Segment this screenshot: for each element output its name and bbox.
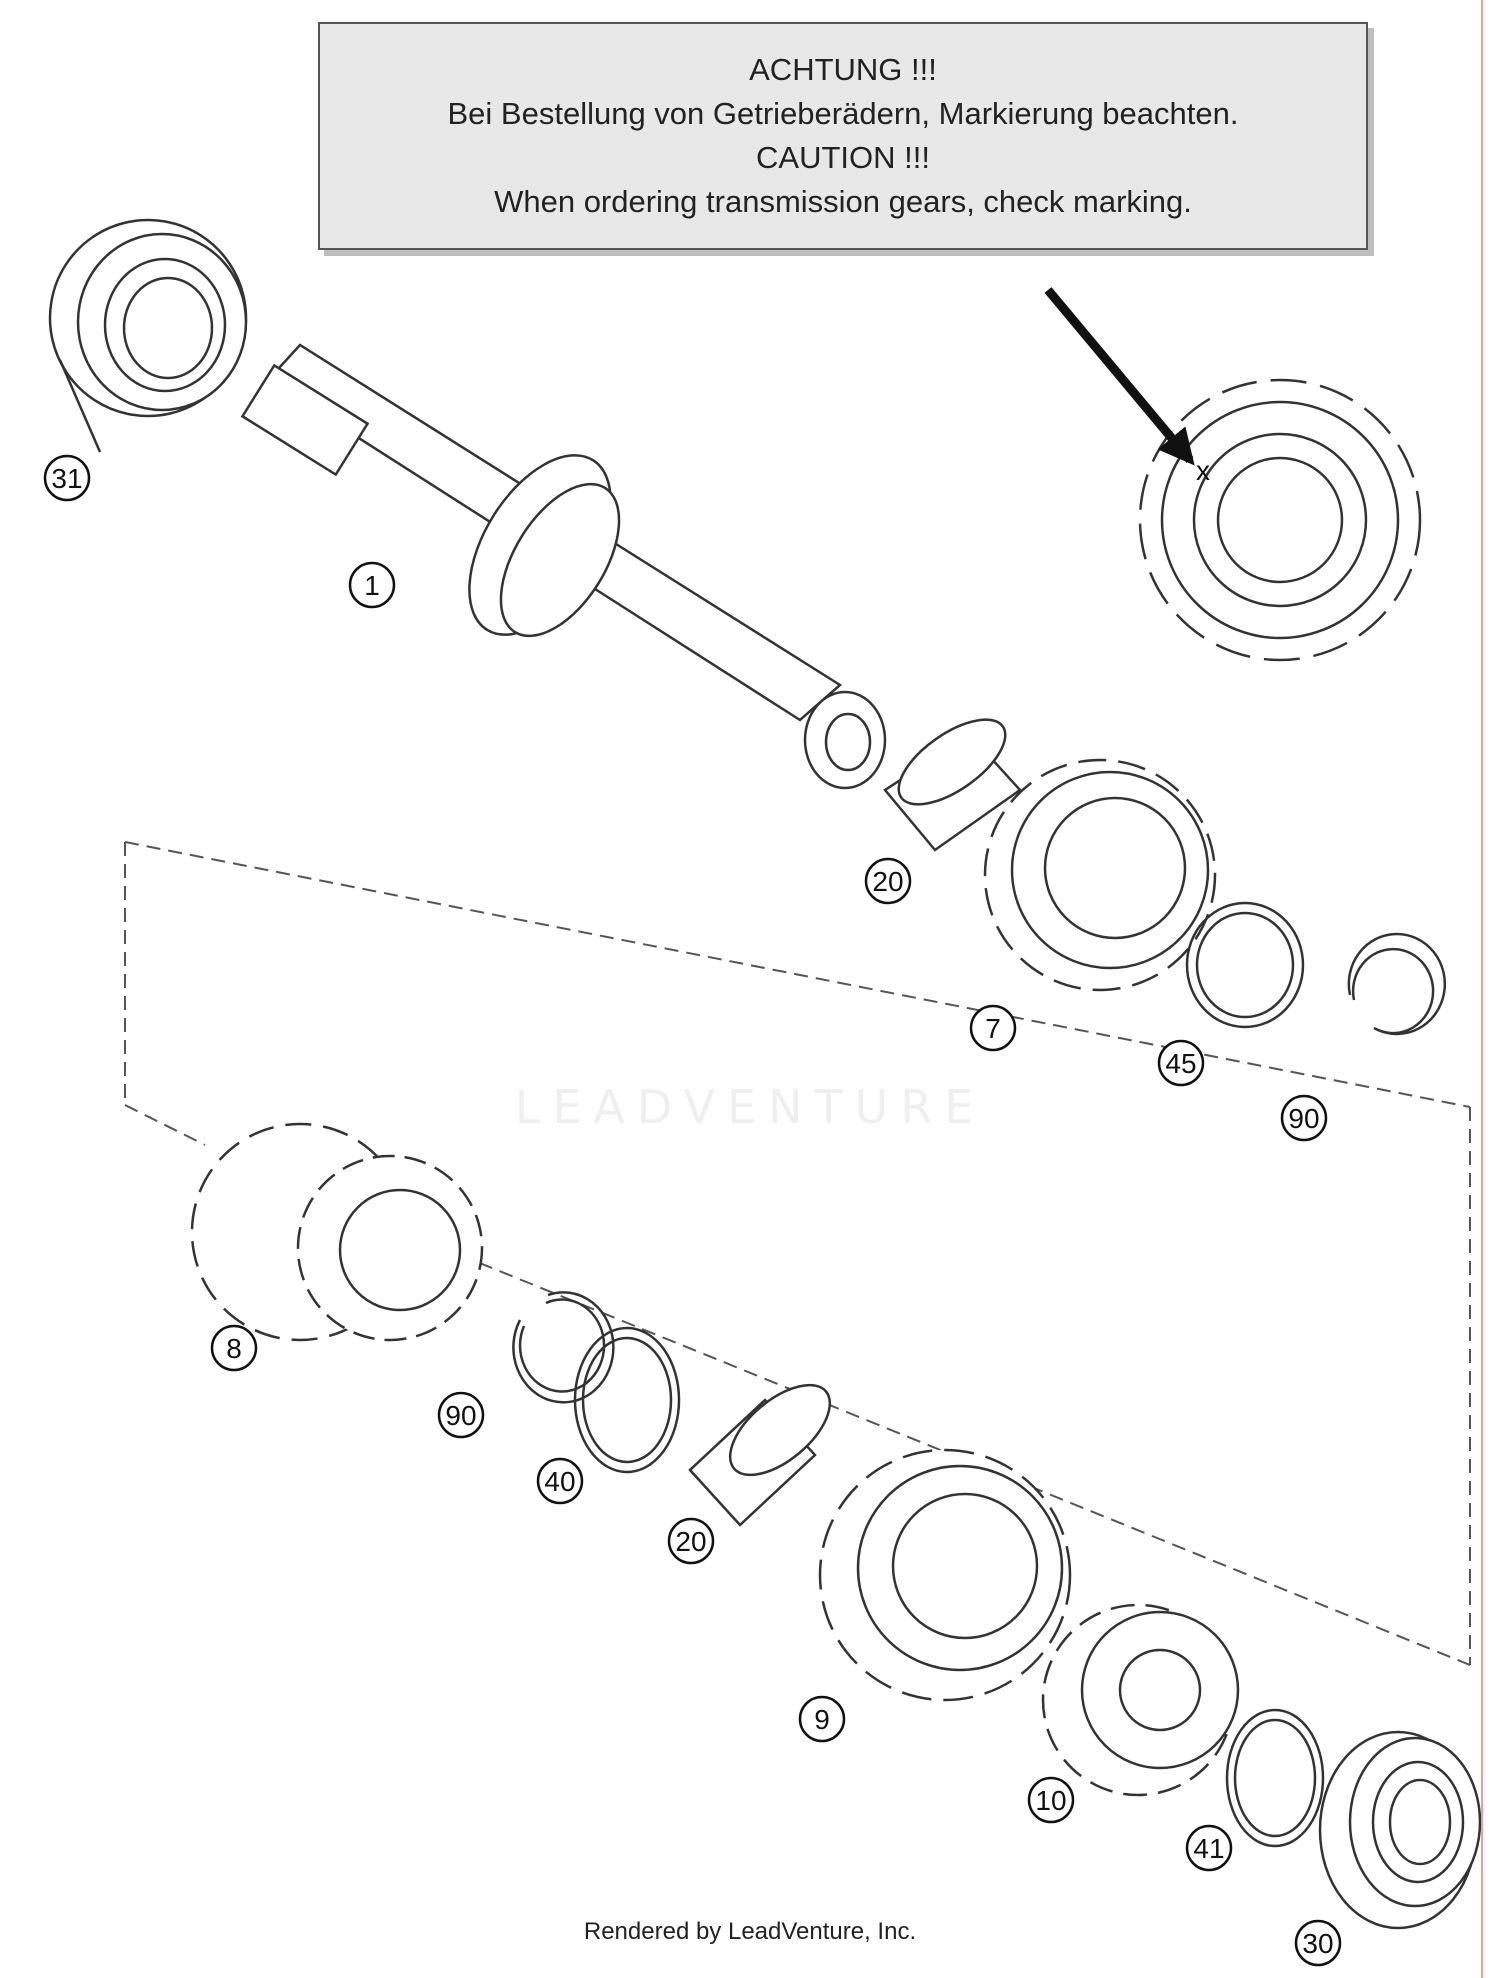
caution-line-en-text: When ordering transmission gears, check … [494, 184, 1192, 219]
bearing-30[interactable] [1318, 1730, 1482, 1930]
callout-number: 10 [1035, 1785, 1066, 1816]
callout-1[interactable]: 1 [348, 561, 396, 609]
dashed-assembly-frame [124, 841, 1471, 1666]
callout-number: 40 [544, 1466, 575, 1497]
washer-41[interactable] [1225, 1708, 1325, 1848]
callout-number: 30 [1302, 1928, 1333, 1959]
marking-arrow [1044, 287, 1195, 466]
callout-circle [1157, 1039, 1205, 1087]
callout-circle [43, 454, 91, 502]
callout-number: 31 [51, 463, 82, 494]
snap-ring-90-upper[interactable] [1347, 932, 1447, 1036]
watermark: LEADVENTURE [514, 1080, 986, 1134]
callout-number: 90 [445, 1400, 476, 1431]
caution-line-de-text: Bei Bestellung von Getrieberädern, Marki… [447, 96, 1239, 131]
callout-circle [210, 1324, 258, 1372]
callout-41[interactable]: 41 [1185, 1824, 1233, 1872]
callout-20[interactable]: 20 [667, 1517, 715, 1565]
callout-45[interactable]: 45 [1157, 1039, 1205, 1087]
callout-circle [536, 1457, 584, 1505]
callout-30[interactable]: 30 [1294, 1919, 1342, 1967]
gear-10[interactable] [1041, 1603, 1240, 1797]
bushing-20-upper[interactable] [883, 704, 1022, 852]
callout-40[interactable]: 40 [536, 1457, 584, 1505]
callout-circle [1185, 1824, 1233, 1872]
callout-number: 9 [814, 1704, 830, 1735]
callout-circle [798, 1695, 846, 1743]
callout-circle [437, 1391, 485, 1439]
washer-40[interactable] [573, 1326, 681, 1474]
callout-90[interactable]: 90 [1280, 1094, 1328, 1142]
gear-7[interactable] [983, 758, 1217, 992]
callout-circle [667, 1517, 715, 1565]
gear-9[interactable] [818, 1448, 1072, 1702]
caution-notice: ACHTUNG !!! Bei Bestellung von Getrieber… [318, 22, 1368, 250]
callout-number: 8 [226, 1333, 242, 1364]
washer-45[interactable] [1185, 901, 1305, 1029]
callout-8[interactable]: 8 [210, 1324, 258, 1372]
bearing-31[interactable] [32, 202, 264, 453]
part-callouts: 31 1 20 7 45 90 8 90 40 20 9 10 41 30 [43, 454, 1342, 1967]
callout-number: 20 [675, 1526, 706, 1557]
callout-number: 90 [1288, 1103, 1319, 1134]
callout-circle [348, 561, 396, 609]
callout-20[interactable]: 20 [864, 857, 912, 905]
bushing-20-lower[interactable] [688, 1368, 845, 1527]
callout-circle [864, 857, 912, 905]
callout-circle [1280, 1094, 1328, 1142]
callout-31[interactable]: 31 [43, 454, 91, 502]
footer-credit: Rendered by LeadVenture, Inc. [583, 1918, 917, 1945]
callout-circle [1027, 1776, 1075, 1824]
callout-7[interactable]: 7 [969, 1004, 1017, 1052]
caution-line-de-title: ACHTUNG !!! [749, 52, 937, 87]
callout-10[interactable]: 10 [1027, 1776, 1075, 1824]
callout-number: 7 [985, 1013, 1001, 1044]
gear-8[interactable] [190, 1122, 484, 1342]
callout-number: 1 [364, 570, 380, 601]
main-shaft-1[interactable] [240, 343, 887, 790]
callout-number: 41 [1193, 1833, 1224, 1864]
callout-number: 20 [872, 866, 903, 897]
callout-90[interactable]: 90 [437, 1391, 485, 1439]
caution-line-en-title: CAUTION !!! [756, 140, 930, 175]
snap-ring-90-lower[interactable] [512, 1291, 615, 1404]
callout-circle [969, 1004, 1017, 1052]
callout-number: 45 [1165, 1048, 1196, 1079]
gear-marking-x: x [1196, 455, 1210, 486]
callout-9[interactable]: 9 [798, 1695, 846, 1743]
callout-circle [1294, 1919, 1342, 1967]
gear-marking-example [1138, 378, 1422, 662]
page-edge-line [1481, 0, 1483, 1978]
